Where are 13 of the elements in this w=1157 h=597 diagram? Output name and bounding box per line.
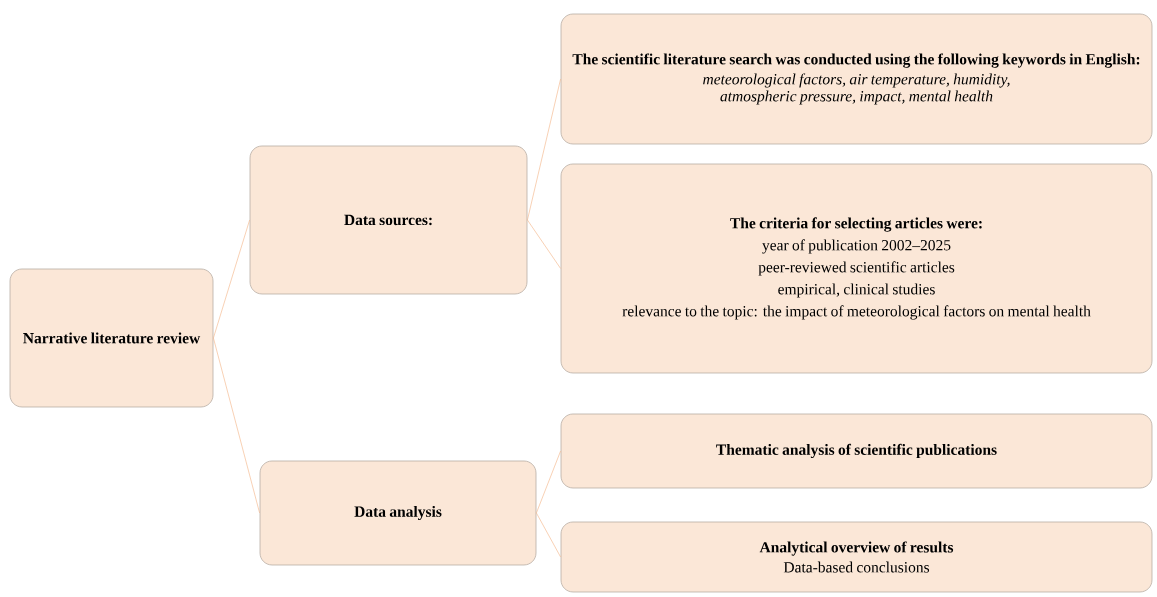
process-box: Analytical overview of results Data-based conclusions bbox=[560, 521, 1153, 593]
process-box: Data sources: bbox=[249, 145, 528, 295]
connector-line bbox=[527, 78, 561, 221]
connector-line bbox=[536, 512, 561, 558]
process-box: The criteria for selecting articles were: year of publication 2002–2025 peer-reviewed scientific articles empirical, clinical studies relevance to the topic: the impact of meteorological factors on mental health bbox=[560, 163, 1153, 374]
connector-line bbox=[213, 219, 250, 339]
connector-line bbox=[536, 450, 561, 514]
process-box: The scientific literature search was conducted using the following keywords in English: meteorological factors, air temperature, humidity, atmospheric pressure, impact, mental health bbox=[560, 13, 1153, 145]
process-box: Data analysis bbox=[259, 460, 537, 566]
process-box: Narrative literature review bbox=[9, 268, 214, 408]
connector-line bbox=[527, 219, 561, 269]
process-box: Thematic analysis of scientific publications bbox=[560, 413, 1153, 489]
connector-line bbox=[213, 337, 260, 514]
